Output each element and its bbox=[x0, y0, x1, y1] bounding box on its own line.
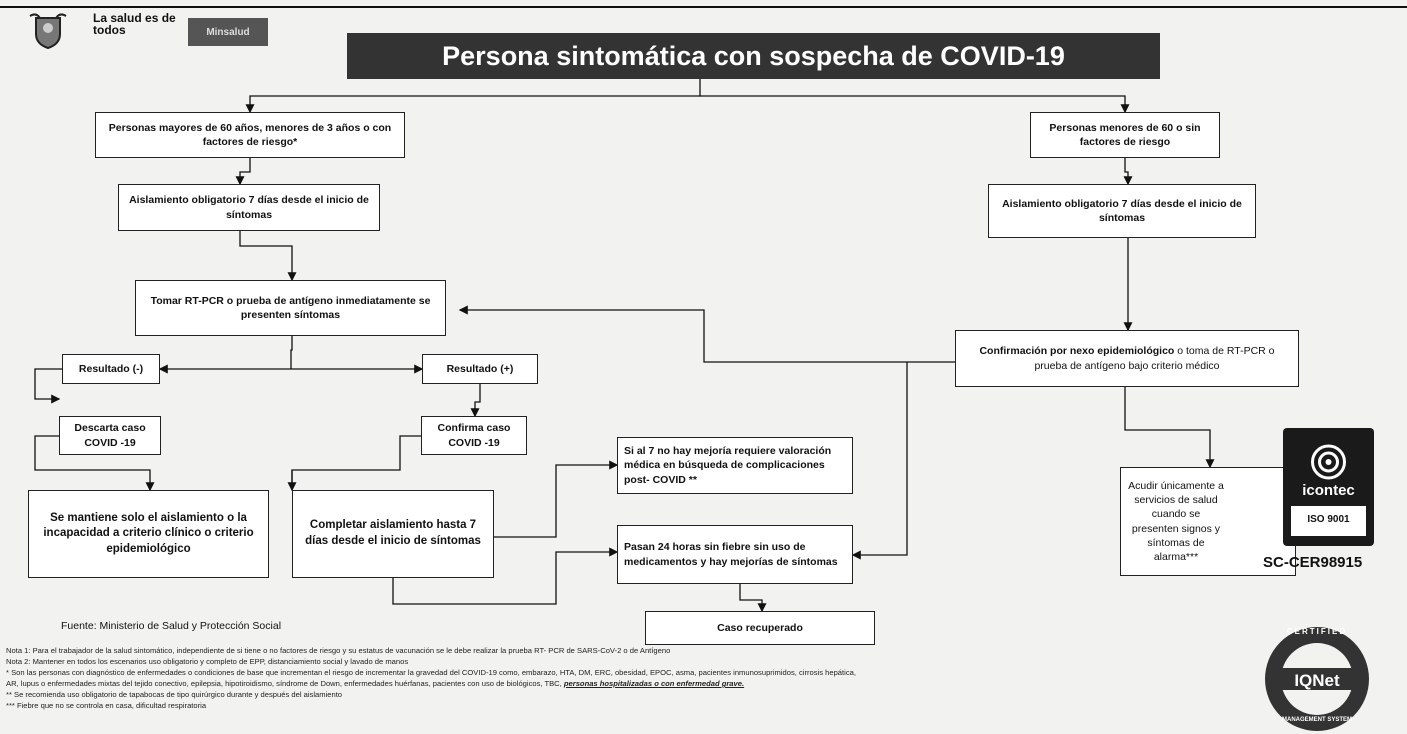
confirmation-rest: o toma de RT-PCR o prueba de antígeno ba… bbox=[1034, 345, 1275, 372]
certificate-code: SC-CER98915 bbox=[1263, 554, 1363, 571]
node-maintain-isolation: Se mantiene solo el aislamiento o la inc… bbox=[28, 490, 269, 578]
iso-label: ISO 9001 bbox=[1307, 514, 1350, 525]
header-rule bbox=[0, 6, 1407, 8]
source-text: Fuente: Ministerio de Salud y Protección… bbox=[61, 620, 282, 632]
node-discard-case: Descarta caso COVID -19 bbox=[59, 416, 161, 455]
node-isolation-left: Aislamiento obligatorio 7 días desde el … bbox=[118, 184, 380, 231]
node-take-test: Tomar RT-PCR o prueba de antígeno inmedi… bbox=[135, 280, 446, 336]
iqnet-mid-text: IQNet bbox=[1294, 671, 1340, 690]
iqnet-seal-icon bbox=[1265, 627, 1369, 731]
notes-block: Nota 1: Para el trabajador de la salud s… bbox=[6, 645, 1136, 711]
iqnet-top-text: CERTIFIED bbox=[1286, 627, 1348, 636]
note-1: Nota 1: Para el trabajador de la salud s… bbox=[6, 646, 671, 655]
node-result-positive: Resultado (+) bbox=[422, 354, 538, 384]
node-high-risk: Personas mayores de 60 años, menores de … bbox=[95, 112, 405, 158]
note-3: * Son las personas con diagnóstico de en… bbox=[6, 668, 856, 677]
note-4-start: AR, lupus o enfermedades mixtas del teji… bbox=[6, 679, 564, 688]
note-6: *** Fiebre que no se controla en casa, d… bbox=[6, 701, 207, 710]
icontec-icon bbox=[1291, 444, 1366, 536]
node-complete-isolation: Completar aislamiento hasta 7 días desde… bbox=[292, 490, 494, 578]
confirmation-bold: Confirmación por nexo epidemiológico bbox=[979, 345, 1175, 358]
node-recovered: Caso recuperado bbox=[645, 611, 875, 645]
icontec-seal: icontec ISO 9001 bbox=[1283, 428, 1374, 546]
node-health-services: Acudir únicamente a servicios de salud c… bbox=[1120, 467, 1296, 576]
logo-slogan: La salud es de todos bbox=[93, 11, 176, 37]
coat-of-arms-icon bbox=[29, 13, 67, 50]
note-4: AR, lupus o enfermedades mixtas del teji… bbox=[6, 678, 1136, 689]
node-after-24h: Pasan 24 horas sin fiebre sin uso de med… bbox=[617, 525, 853, 584]
ministry-logo: Minsalud bbox=[188, 18, 268, 46]
node-confirm-case: Confirma caso COVID -19 bbox=[421, 416, 527, 455]
icontec-label: icontec bbox=[1302, 482, 1355, 499]
node-no-improvement: Si al 7 no hay mejoría requiere valoraci… bbox=[617, 437, 853, 494]
iqnet-bottom-text: MANAGEMENT SYSTEM bbox=[1281, 717, 1352, 723]
node-confirmation: Confirmación por nexo epidemiológico o t… bbox=[955, 330, 1299, 387]
node-isolation-right: Aislamiento obligatorio 7 días desde el … bbox=[988, 184, 1256, 238]
note-4-emphasis: personas hospitalizadas o con enfermedad… bbox=[563, 679, 745, 688]
node-result-negative: Resultado (-) bbox=[62, 354, 160, 384]
note-2: Nota 2: Mantener en todos los escenarios… bbox=[6, 657, 409, 666]
note-5: ** Se recomienda uso obligatorio de tapa… bbox=[6, 690, 343, 699]
page-title: Persona sintomática con sospecha de COVI… bbox=[347, 33, 1160, 79]
node-low-risk: Personas menores de 60 o sin factores de… bbox=[1030, 112, 1220, 158]
